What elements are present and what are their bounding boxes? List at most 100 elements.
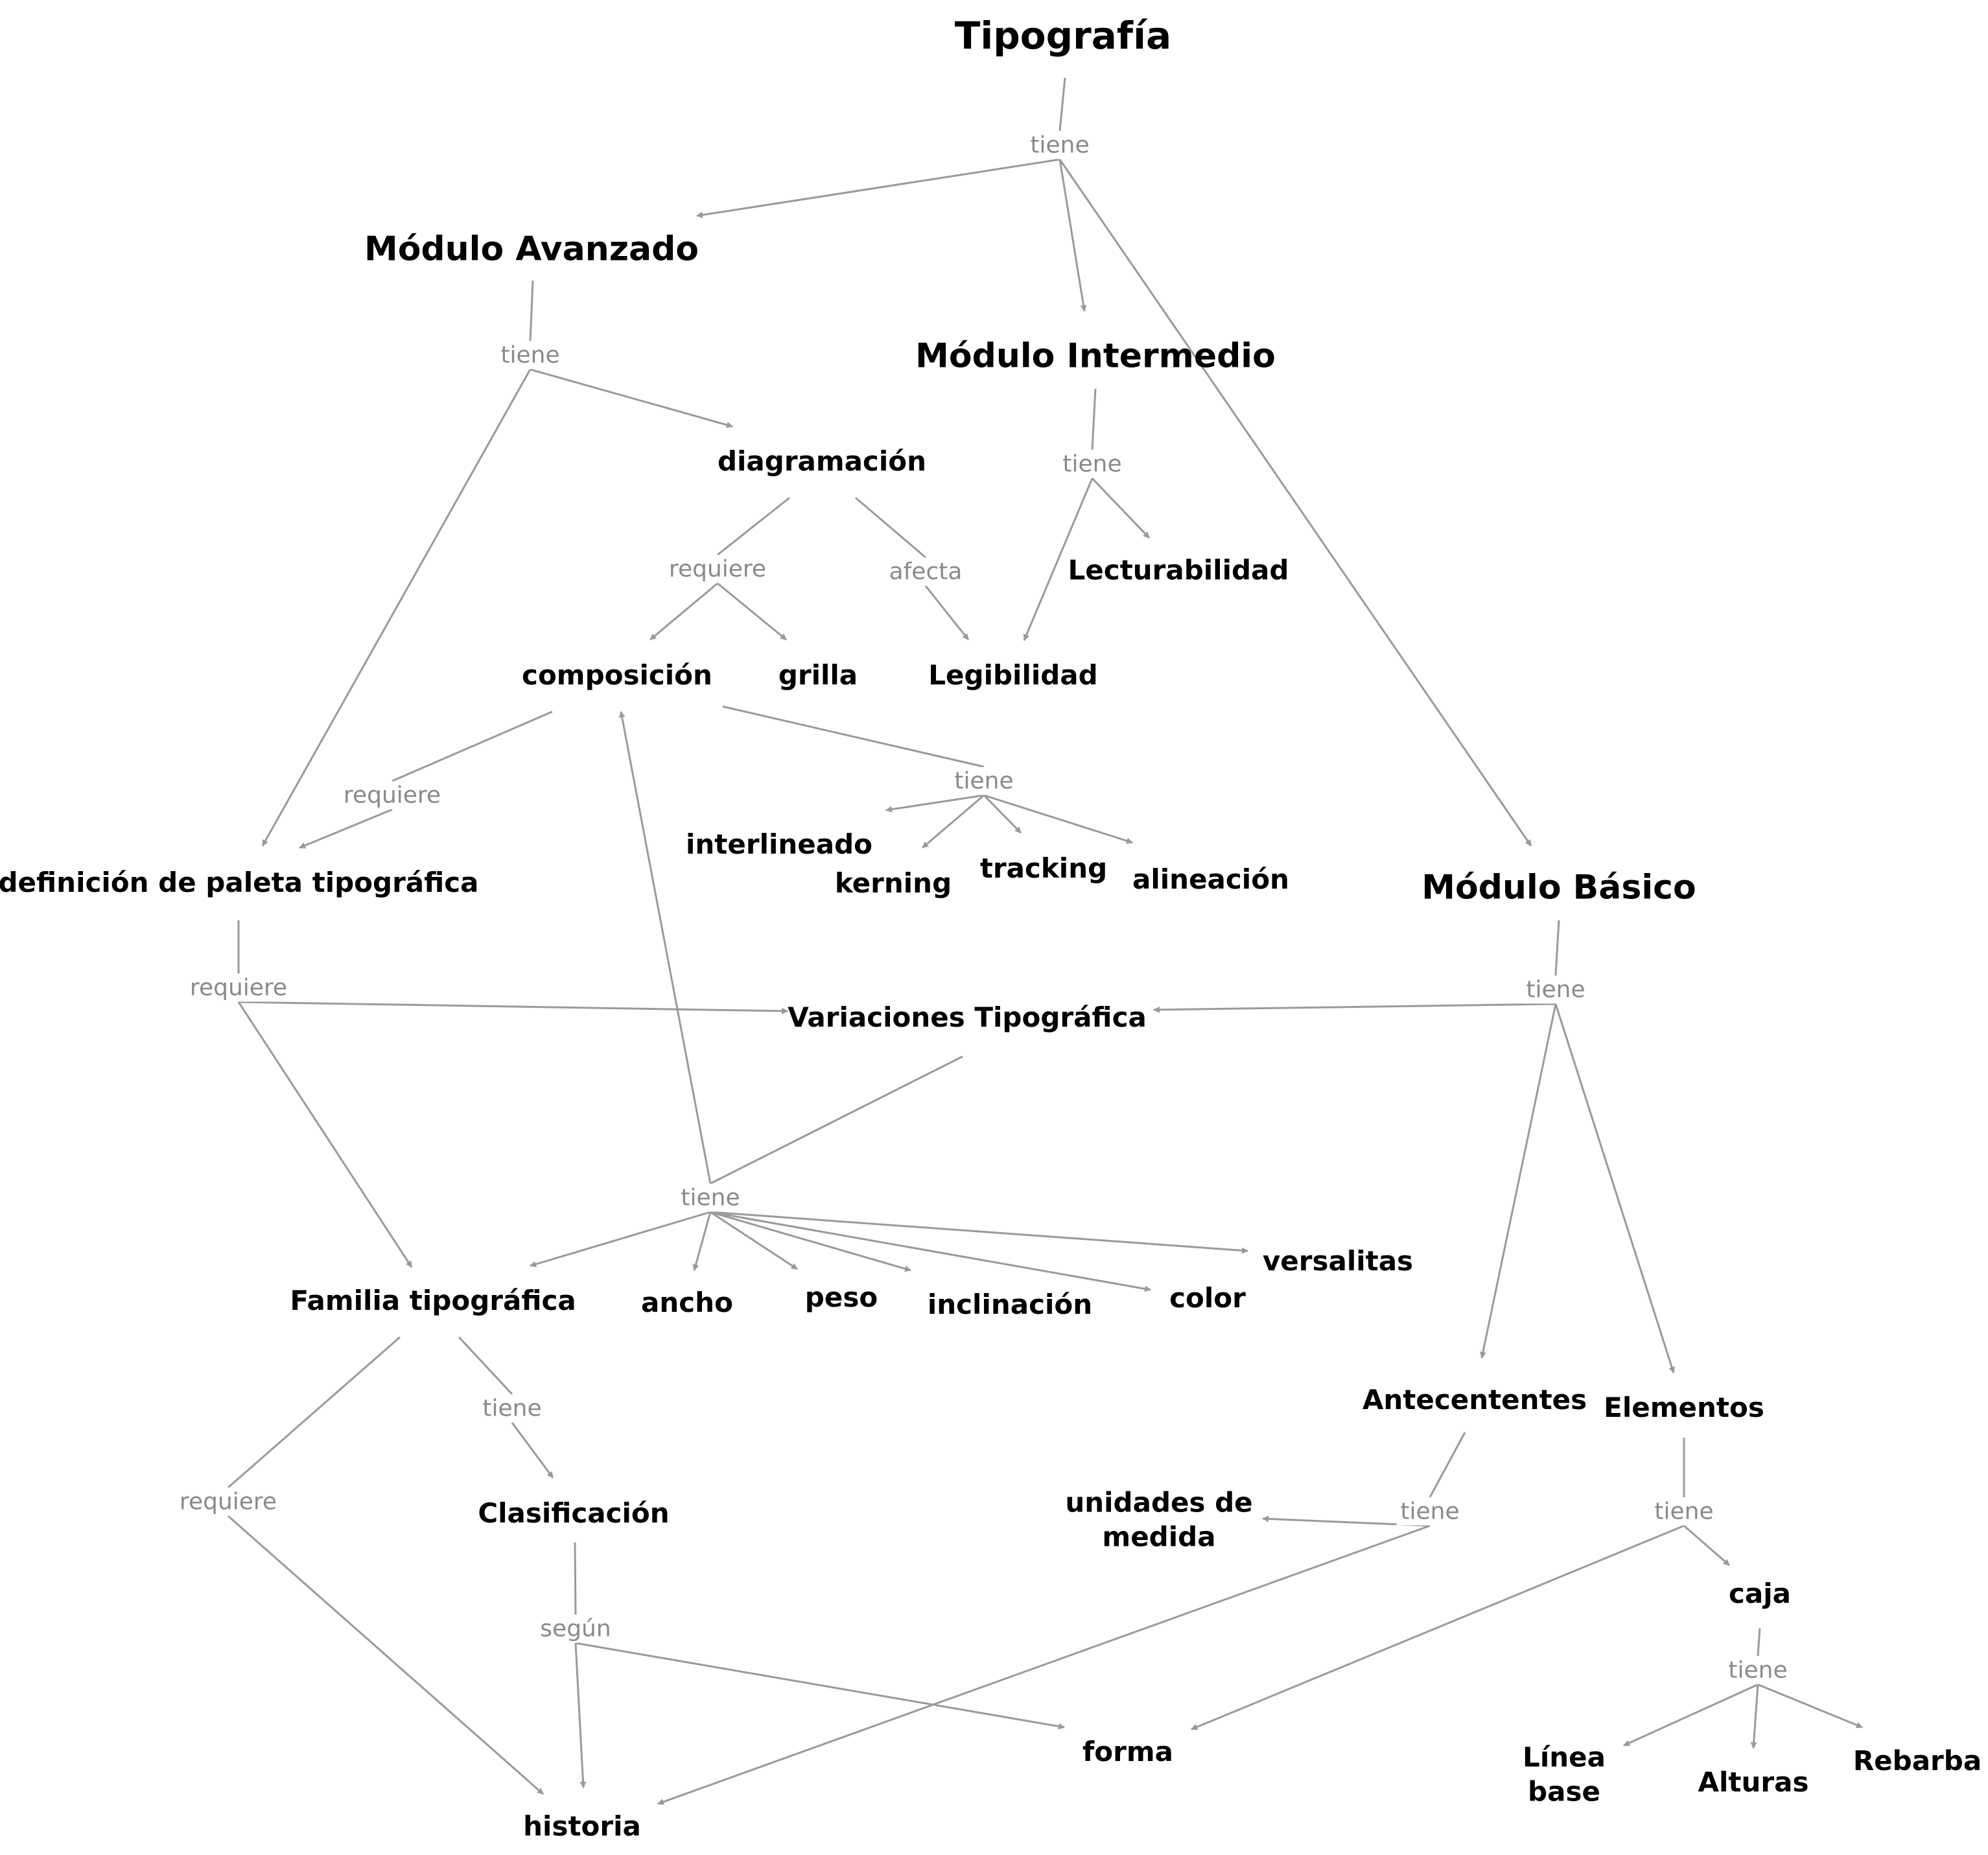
node-familia: Familia tipográfica [290,1284,576,1316]
edge-l3-to-lecturabilidad [1091,477,1151,539]
edge-clasificacion-to-l13 [574,1542,577,1615]
node-rebarba: Rebarba [1853,1744,1982,1777]
node-alturas: Alturas [1698,1766,1809,1798]
node-legibilidad: Legibilidad [928,659,1098,691]
edge-l11-to-clasificacion [511,1422,554,1478]
edge-l6-to-alineacion [983,794,1133,845]
edge-familia-to-l12 [228,1336,401,1489]
node-interlineado: interlineado [685,828,873,860]
edge-l9-to-antecedentes [1479,1003,1557,1359]
edge-tipografia-to-l1 [1058,77,1066,132]
edge-l14-to-historia [657,1524,1431,1805]
node-grilla: grilla [778,659,858,691]
node-clasificacion: Clasificación [478,1497,670,1529]
edge-l9-to-variaciones [1153,1003,1556,1013]
edge-l10-to-color [710,1211,1151,1292]
edge-variaciones-to-l10 [710,1055,963,1185]
edge-l16-to-linea_base [1623,1683,1759,1747]
node-unidades: unidades de medida [1065,1486,1253,1553]
link-label-l5: afecta [885,557,966,586]
link-label-l13: según [536,1615,615,1643]
node-color: color [1169,1281,1246,1314]
link-label-l12: requiere [175,1488,281,1516]
link-label-l11: tiene [478,1394,546,1423]
node-tracking: tracking [979,852,1108,884]
node-alineacion: alineación [1132,863,1289,895]
link-label-l8: requiere [185,974,292,1002]
node-composicion: composición [522,659,712,691]
edge-l3-to-legibilidad [1023,478,1093,641]
node-linea-base: Línea base [1523,1741,1606,1808]
node-diagramacion: diagramación [717,445,927,477]
node-antecedentes: Antecententes [1362,1383,1587,1416]
link-label-l6: tiene [950,767,1018,795]
edge-familia-to-l11 [458,1336,513,1395]
link-label-l16: tiene [1724,1656,1792,1685]
edge-l16-to-alturas [1750,1684,1759,1749]
link-label-l14: tiene [1396,1497,1464,1526]
edge-l12-to-historia [228,1515,544,1795]
link-label-l9: tiene [1522,975,1589,1004]
node-definicion-paleta: definición de paleta tipográfica [0,866,479,898]
edge-l10-to-versalitas [710,1211,1248,1254]
node-ancho: ancho [641,1286,733,1318]
node-caja: caja [1729,1577,1791,1609]
edge-l16-to-rebarba [1757,1683,1863,1729]
edge-l5-to-legibilidad [924,585,970,640]
edge-mod_basico-to-l9 [1554,920,1560,976]
edge-l1-to-mod_basico [1058,159,1532,846]
node-lecturabilidad: Lecturabilidad [1068,554,1289,586]
edge-l9-to-elementos [1554,1003,1676,1373]
edge-mod_intermedio-to-l3 [1091,388,1097,450]
node-versalitas: versalitas [1262,1244,1414,1277]
edge-diagramacion-to-l5 [855,496,926,559]
node-mod-avanzado: Módulo Avanzado [364,229,699,269]
edge-l4-to-grilla [717,582,787,641]
edge-antecedentes-to-l14 [1429,1432,1466,1498]
link-label-l7: requiere [339,781,445,810]
node-inclinacion: inclinación [927,1288,1093,1320]
edge-l6-to-kerning [922,794,985,849]
node-peso: peso [804,1281,878,1313]
edge-caja-to-l16 [1757,1628,1761,1657]
node-elementos: Elementos [1604,1391,1764,1423]
edge-l13-to-forma [575,1642,1065,1730]
node-mod-basico: Módulo Básico [1421,868,1696,907]
edge-l13-to-historia [574,1642,587,1788]
edge-l10-to-ancho [692,1211,712,1271]
edge-diagramacion-to-l4 [717,496,790,556]
edge-l6-to-interlineado [885,794,985,813]
link-label-l3: tiene [1058,450,1126,478]
edge-l10-to-inclinacion [710,1211,911,1272]
edge-l4-to-composicion [649,582,718,641]
link-label-l15: tiene [1650,1497,1718,1526]
edge-l7-to-definicion_paleta [299,808,393,849]
node-tipografia: Tipografía [954,13,1172,58]
edge-l1-to-mod_avanzado [696,158,1060,218]
node-mod-intermedio: Módulo Intermedio [915,336,1276,376]
edge-l15-to-forma [1191,1524,1685,1731]
link-label-l4: requiere [664,555,771,583]
edge-l8-to-variaciones [238,1001,788,1014]
link-label-l1: tiene [1026,131,1093,159]
edge-l6-to-tracking [983,794,1022,834]
edge-l10-to-familia [530,1211,711,1268]
node-forma: forma [1082,1735,1173,1768]
edge-l1-to-mod_intermedio [1058,159,1087,312]
link-label-l10: tiene [677,1184,744,1212]
edge-l15-to-caja [1683,1524,1730,1567]
node-historia: historia [523,1810,641,1842]
link-label-l2: tiene [497,341,564,369]
edge-composicion-to-l6 [722,705,985,768]
edge-mod_avanzado-to-l2 [529,280,534,342]
edge-l2-to-diagramacion [530,368,733,428]
edge-l2-to-definicion_paleta [261,369,532,846]
node-variaciones: Variaciones Tipográfica [788,1001,1147,1033]
edge-l10-to-peso [710,1211,798,1270]
edge-l8-to-familia [237,1001,413,1268]
node-kerning: kerning [834,867,952,899]
edge-l10-to-composicion [618,711,712,1184]
edge-composicion-to-l7 [392,710,553,782]
